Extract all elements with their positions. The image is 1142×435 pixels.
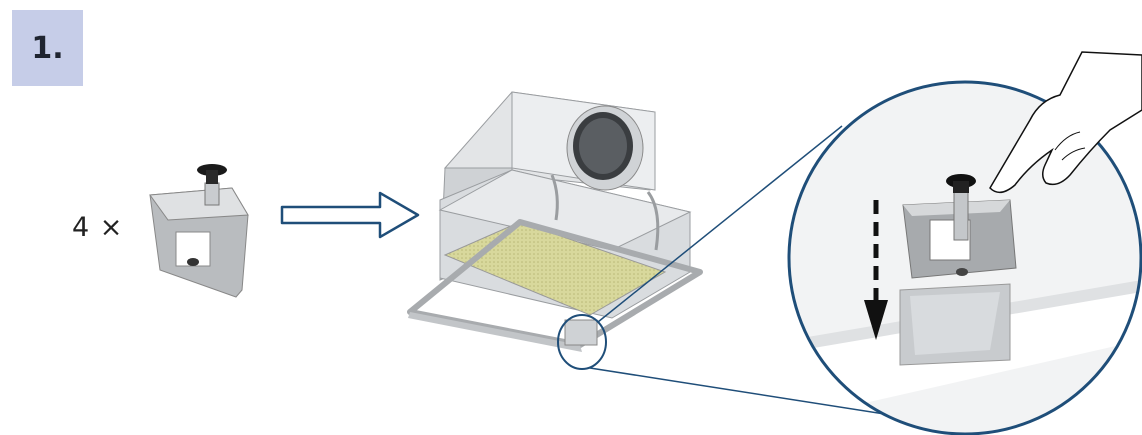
magnifier-callout-icon — [557, 80, 1142, 435]
quantity-label: 4 × — [72, 212, 124, 243]
bracket-clip-icon — [149, 164, 249, 298]
step-number-badge: 1. — [12, 10, 83, 86]
arrow-right-icon — [280, 191, 420, 239]
dashed-arrow-down-icon — [864, 200, 888, 340]
step-number: 1. — [31, 30, 64, 66]
hand-pointer-icon — [989, 51, 1142, 194]
diffuser-box-icon — [407, 91, 703, 352]
